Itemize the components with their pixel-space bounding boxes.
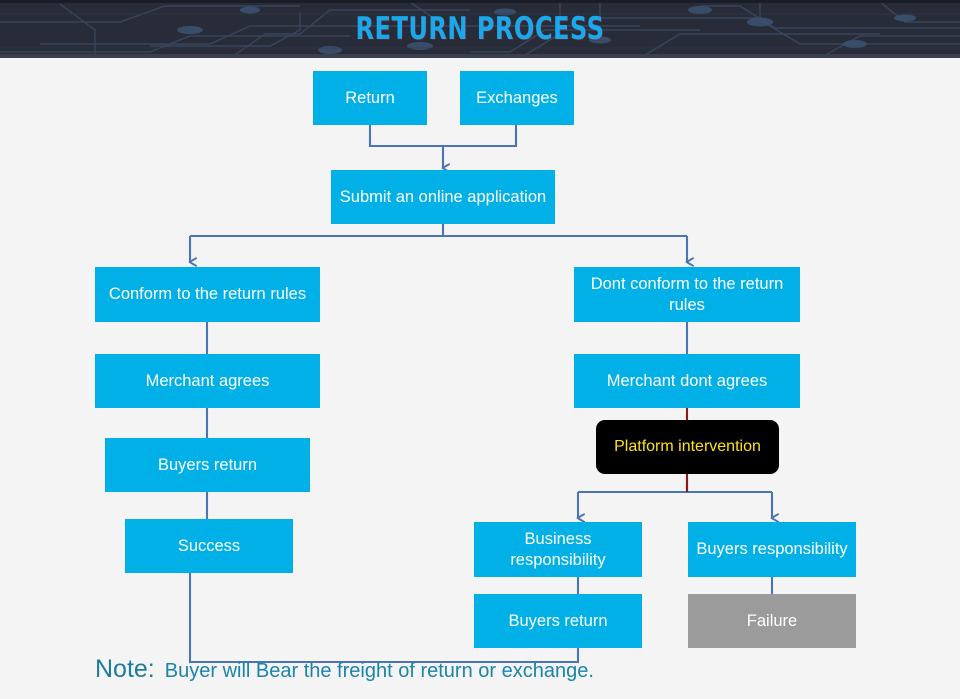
note-line: Note: Buyer will Bear the freight of ret…: [95, 655, 594, 684]
flowchart-canvas: Return Exchanges Submit an online applic…: [0, 58, 960, 699]
header-top-edge: [0, 0, 960, 3]
node-buyers-return-left[interactable]: Buyers return: [105, 438, 310, 492]
node-buyers-responsibility[interactable]: Buyers responsibility: [688, 522, 856, 577]
node-dont-conform-to-return-rules-label: Dont conform to the return rules: [590, 275, 784, 314]
page-title: RETURN PROCESS: [355, 11, 605, 47]
node-conform-to-return-rules[interactable]: Conform to the return rules: [95, 267, 320, 322]
node-failure-label: Failure: [746, 611, 798, 630]
header-bottom-edge: [0, 54, 960, 58]
node-platform-intervention[interactable]: Platform intervention: [596, 420, 779, 474]
node-buyers-return-right-label: Buyers return: [508, 611, 608, 630]
note-label: Note:: [95, 655, 155, 683]
node-conform-to-return-rules-label: Conform to the return rules: [108, 285, 307, 304]
node-success-label: Success: [177, 536, 241, 555]
circuit-pattern-icon: [0, 0, 960, 58]
node-buyers-return-right[interactable]: Buyers return: [474, 594, 642, 648]
node-success[interactable]: Success: [125, 519, 293, 573]
node-buyers-return-left-label: Buyers return: [157, 455, 258, 474]
flowchart-connectors: [0, 125, 960, 664]
node-buyers-responsibility-label: Buyers responsibility: [696, 540, 848, 559]
node-dont-conform-to-return-rules[interactable]: Dont conform to the return rules: [574, 267, 800, 322]
node-submit-application[interactable]: Submit an online application: [331, 170, 555, 224]
node-business-responsibility[interactable]: Business responsibility: [474, 522, 642, 577]
node-failure[interactable]: Failure: [688, 594, 856, 648]
note-text: Buyer will Bear the freight of return or…: [164, 660, 594, 682]
node-platform-intervention-label: Platform intervention: [614, 438, 761, 456]
node-exchanges[interactable]: Exchanges: [460, 71, 574, 125]
node-exchanges-label: Exchanges: [476, 88, 558, 107]
node-merchant-agrees[interactable]: Merchant agrees: [95, 354, 320, 408]
node-merchant-dont-agrees-label: Merchant dont agrees: [606, 371, 768, 390]
node-merchant-dont-agrees[interactable]: Merchant dont agrees: [574, 354, 800, 408]
node-return-label: Return: [345, 88, 395, 107]
page-header: RETURN PROCESS: [0, 0, 960, 58]
node-return[interactable]: Return: [313, 71, 427, 125]
node-submit-application-label: Submit an online application: [339, 187, 547, 206]
node-business-responsibility-label: Business responsibility: [510, 530, 606, 569]
node-merchant-agrees-label: Merchant agrees: [145, 371, 270, 390]
